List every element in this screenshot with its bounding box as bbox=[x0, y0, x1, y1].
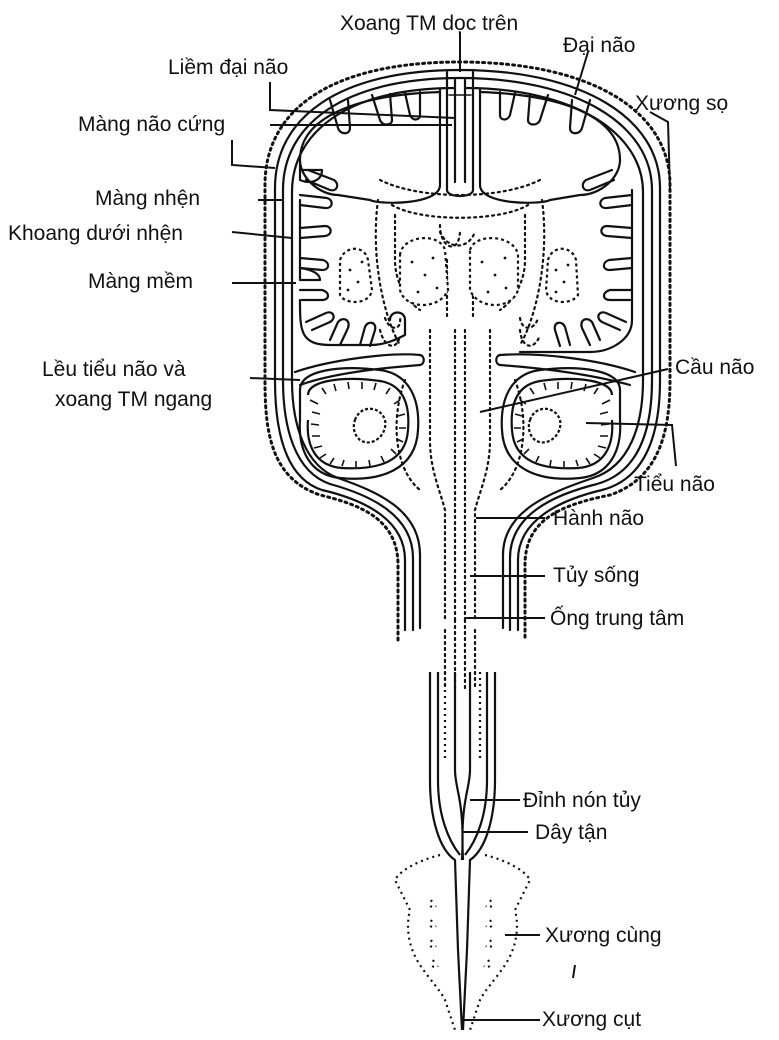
label-spinal-cord: Tủy sống bbox=[553, 564, 639, 588]
label-sacrum: Xương cùng bbox=[545, 924, 662, 948]
label-cerebrum: Đại não bbox=[563, 34, 635, 58]
label-falx-cerebri: Liềm đại não bbox=[168, 56, 288, 80]
label-conus-medullaris: Đỉnh nón tủy bbox=[523, 789, 641, 813]
label-tentorium-line1: Lều tiểu não và bbox=[42, 358, 186, 382]
sacrum-outline bbox=[395, 855, 530, 1030]
label-skull: Xương sọ bbox=[635, 92, 728, 116]
label-filum-terminale: Dây tận bbox=[535, 821, 607, 845]
label-cerebellum: Tiểu não bbox=[634, 473, 715, 497]
label-coccyx: Xương cụt bbox=[542, 1008, 641, 1032]
basal-ganglia-left-outer bbox=[340, 249, 372, 302]
label-tentorium-line2: xoang TM ngang bbox=[55, 388, 212, 412]
label-arachnoid: Màng nhện bbox=[95, 187, 200, 211]
label-medulla: Hành não bbox=[553, 507, 644, 531]
label-central-canal: Ống trung tâm bbox=[550, 607, 684, 631]
label-pons: Cầu não bbox=[675, 356, 754, 380]
basal-ganglia-right-outer bbox=[546, 249, 578, 302]
falx-cerebri bbox=[447, 72, 473, 196]
label-dura-mater: Màng não cứng bbox=[78, 113, 225, 137]
label-subarachnoid-space: Khoang dưới nhện bbox=[8, 222, 183, 246]
label-superior-sagittal-sinus: Xoang TM dọc trên bbox=[340, 12, 518, 36]
label-pia-mater: Màng mềm bbox=[88, 270, 193, 294]
skull-outline bbox=[265, 62, 670, 640]
dura-mater-inner bbox=[283, 78, 652, 630]
thalamus-left bbox=[400, 238, 448, 305]
arachnoid-layer bbox=[292, 88, 643, 628]
thalamus-right bbox=[470, 238, 518, 305]
